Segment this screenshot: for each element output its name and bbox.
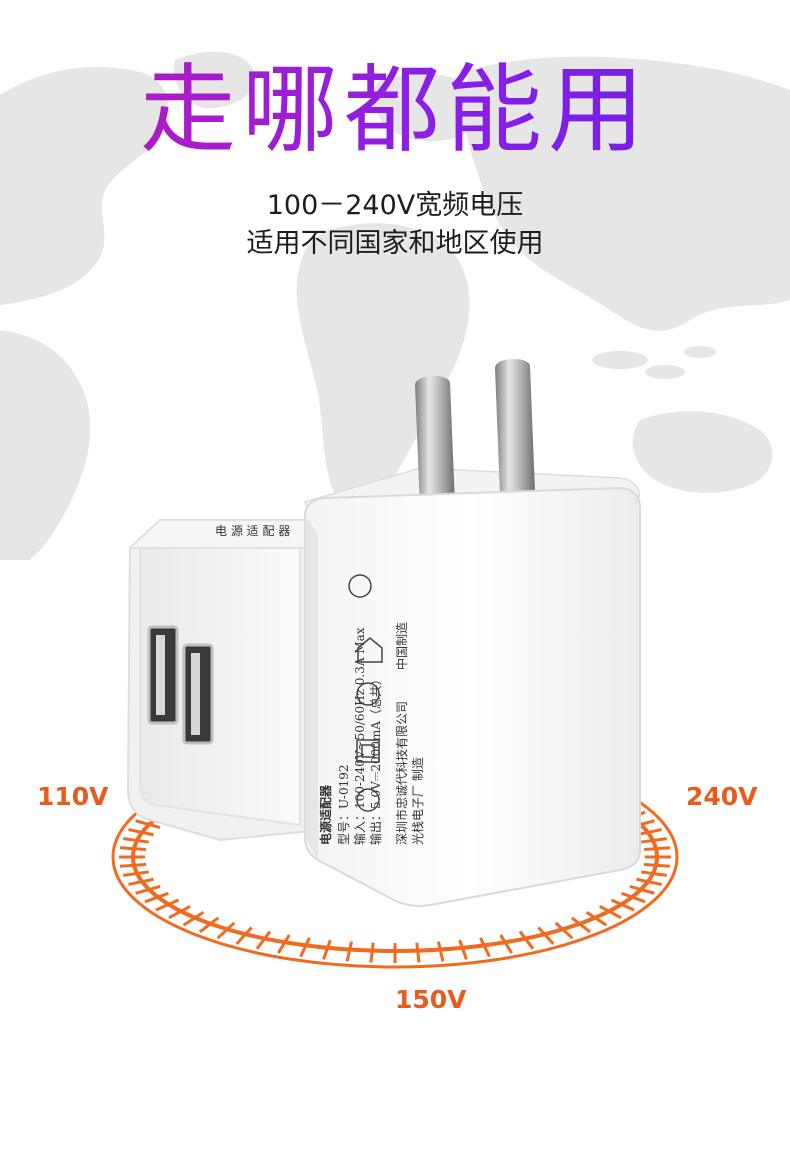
svg-text:电 源 适 配 器: 电 源 适 配 器 bbox=[215, 524, 290, 538]
ccc-mark-icon bbox=[356, 788, 380, 812]
charger-spec-label: 电源适配器 型号：U-0192 输入：100-240V~50/60Hz 0.3A… bbox=[318, 622, 425, 845]
energy-mark-icon bbox=[348, 574, 372, 598]
subtitle-voltage: 100－240V宽频电压 bbox=[266, 190, 524, 221]
spec-title: 电源适配器 bbox=[318, 784, 333, 845]
recycle-mark-icon bbox=[356, 682, 380, 706]
charger-front: 电源适配器 型号：U-0192 输入：100-240V~50/60Hz 0.3A… bbox=[304, 358, 641, 908]
spec-output: 输出：5.0V⎓2000mA（总共） bbox=[368, 673, 383, 845]
voltage-label-240: 240V bbox=[686, 782, 758, 811]
subtitle-usage: 适用不同国家和地区使用 bbox=[246, 228, 544, 259]
plug-prong-right bbox=[495, 358, 535, 495]
spec-origin: 中国制造 bbox=[394, 622, 409, 670]
double-insulation-icon bbox=[356, 739, 380, 763]
spec-maker: 深圳市忠诚代科技有限公司 bbox=[394, 701, 409, 845]
spec-factory: 光栈电子厂 制造 bbox=[410, 757, 425, 845]
voltage-label-150: 150V bbox=[395, 985, 467, 1014]
spec-model: 型号：U-0192 bbox=[337, 765, 351, 846]
usb-port-right bbox=[182, 643, 214, 745]
headline: 走哪都能用 bbox=[0, 57, 790, 164]
certification-icons bbox=[348, 574, 383, 812]
charger-back-usb: 电 源 适 配 器 bbox=[126, 519, 321, 842]
voltage-label-110: 110V bbox=[37, 782, 109, 811]
usb-port-left bbox=[147, 625, 179, 725]
house-indoor-icon bbox=[357, 637, 383, 663]
plug-prong-left bbox=[415, 375, 455, 508]
spec-input: 输入：100-240V~50/60Hz 0.3A Max bbox=[352, 627, 367, 845]
